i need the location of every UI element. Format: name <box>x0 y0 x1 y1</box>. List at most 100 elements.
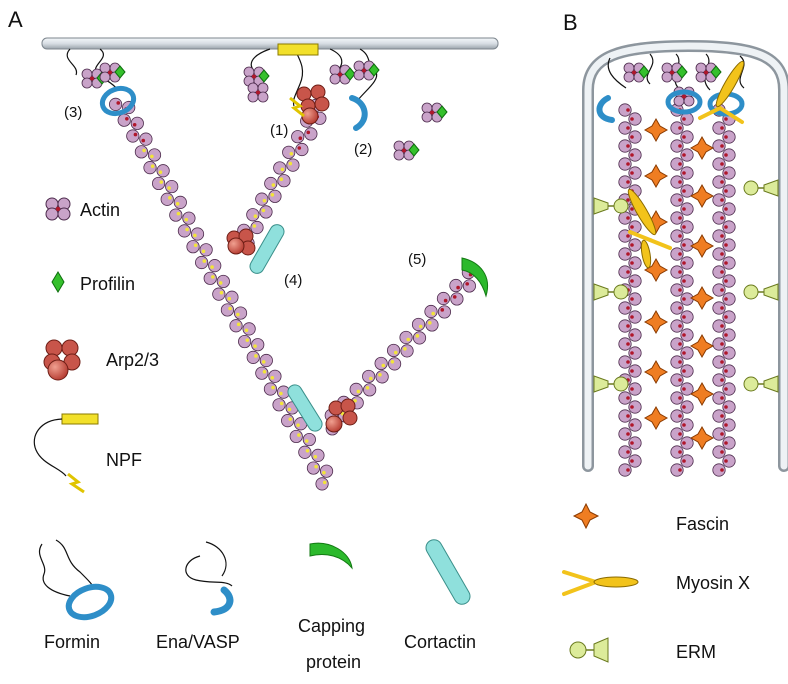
ena-vasp-clamp <box>349 95 368 131</box>
npf-icon <box>33 413 99 494</box>
actin-subunit <box>722 148 736 162</box>
nucleotide-dot <box>630 459 634 463</box>
actin-subunit <box>618 409 632 423</box>
nucleotide-dot <box>150 164 155 169</box>
nucleotide-dot <box>270 375 275 380</box>
nucleotide-dot <box>289 152 294 156</box>
nucleotide-dot <box>626 252 630 256</box>
nucleotide-dot <box>456 285 460 290</box>
actin-subunit <box>712 283 726 297</box>
legend-actin: Actin <box>45 197 120 221</box>
nucleotide-dot <box>270 193 275 197</box>
nucleotide-dot <box>724 423 728 427</box>
nucleotide-dot <box>720 468 724 472</box>
nucleotide-dot <box>219 290 224 295</box>
nucleotide-dot <box>678 396 682 400</box>
actin-monomer <box>329 64 356 85</box>
nucleotide-dot <box>297 146 302 150</box>
nucleotide-dot <box>626 396 630 400</box>
actin-subunit <box>362 369 376 384</box>
cortactin-icon <box>425 539 471 605</box>
actin-subunit <box>295 142 309 157</box>
fascin <box>689 135 715 161</box>
actin-subunit <box>680 202 694 216</box>
nucleotide-dot <box>314 464 318 469</box>
actin-subunit <box>618 427 632 441</box>
actin-subunit <box>272 398 286 412</box>
step-label-4: (4) <box>284 272 302 289</box>
actin-subunit <box>250 220 264 235</box>
legend-npf: NPF <box>33 413 142 494</box>
actin-subunit <box>712 463 726 477</box>
fascin <box>689 285 715 311</box>
actin-subunit <box>238 334 252 349</box>
actin-subunit <box>712 301 726 315</box>
nucleotide-dot <box>682 207 686 211</box>
actin-subunit <box>255 366 269 380</box>
arp23-icon <box>43 339 81 381</box>
nucleotide-dot <box>724 189 728 193</box>
actin-subunit <box>255 192 269 206</box>
actin-subunit <box>628 148 642 162</box>
nucleotide-dot <box>630 135 634 139</box>
nucleotide-dot <box>244 328 249 333</box>
nucleotide-dot <box>418 324 423 329</box>
actin-subunit <box>680 220 694 234</box>
nucleotide-dot <box>142 148 146 153</box>
nucleotide-dot <box>724 459 728 463</box>
legend-capping-label-1: Capping <box>298 616 365 636</box>
nucleotide-dot <box>724 171 728 175</box>
step-label-2: (2) <box>354 141 372 158</box>
nucleotide-dot <box>724 207 728 211</box>
nucleotide-dot <box>720 396 724 400</box>
actin-subunit <box>712 193 726 207</box>
ena-vasp-icon <box>185 541 234 616</box>
nucleotide-dot <box>678 180 682 184</box>
actin-subunit <box>259 353 273 368</box>
legend-cortactin-label: Cortactin <box>404 632 476 652</box>
profilin <box>368 63 380 77</box>
legend-formin: Formin <box>38 539 115 652</box>
actin-subunit <box>670 121 684 135</box>
nucleotide-dot <box>296 423 300 427</box>
formin-tip-1 <box>665 89 703 115</box>
nucleotide-dot <box>313 455 318 459</box>
actin-subunit <box>251 338 265 352</box>
actin-subunit <box>281 414 295 428</box>
nucleotide-dot <box>678 306 682 310</box>
actin-subunit <box>386 343 401 358</box>
actin-subunit <box>680 130 694 144</box>
actin-subunit <box>670 265 684 279</box>
nucleotide-dot <box>415 334 420 338</box>
nucleotide-dot <box>720 360 724 364</box>
actin-subunit <box>618 175 632 189</box>
nucleotide-dot <box>297 433 301 437</box>
nucleotide-dot <box>724 225 728 229</box>
actin-subunit <box>670 337 684 351</box>
myosin-x-icon <box>562 570 639 596</box>
nucleotide-dot <box>682 315 686 319</box>
legend-npf-label: NPF <box>106 450 142 470</box>
legend-erm: ERM <box>569 637 716 663</box>
actin-subunit <box>315 477 329 491</box>
nucleotide-dot <box>167 186 171 190</box>
actin-subunit <box>437 305 452 319</box>
nucleotide-dot <box>116 101 121 105</box>
nucleotide-dot <box>403 347 407 351</box>
nucleotide-dot <box>678 432 682 436</box>
actin-subunit <box>680 256 694 270</box>
formin-icon <box>38 539 115 621</box>
actin-subunit <box>177 224 192 238</box>
actin-subunit <box>126 129 140 143</box>
nucleotide-dot <box>252 224 257 228</box>
nucleotide-dot <box>678 378 682 382</box>
actin-subunit <box>291 130 305 144</box>
nucleotide-dot <box>201 249 206 254</box>
actin-subunit <box>722 418 736 432</box>
fascin <box>643 405 669 431</box>
actin-subunit <box>349 382 363 397</box>
nucleotide-dot <box>720 180 724 184</box>
nucleotide-dot <box>431 311 435 316</box>
actin-icon <box>45 197 71 221</box>
legend-erm-label: ERM <box>676 642 716 662</box>
